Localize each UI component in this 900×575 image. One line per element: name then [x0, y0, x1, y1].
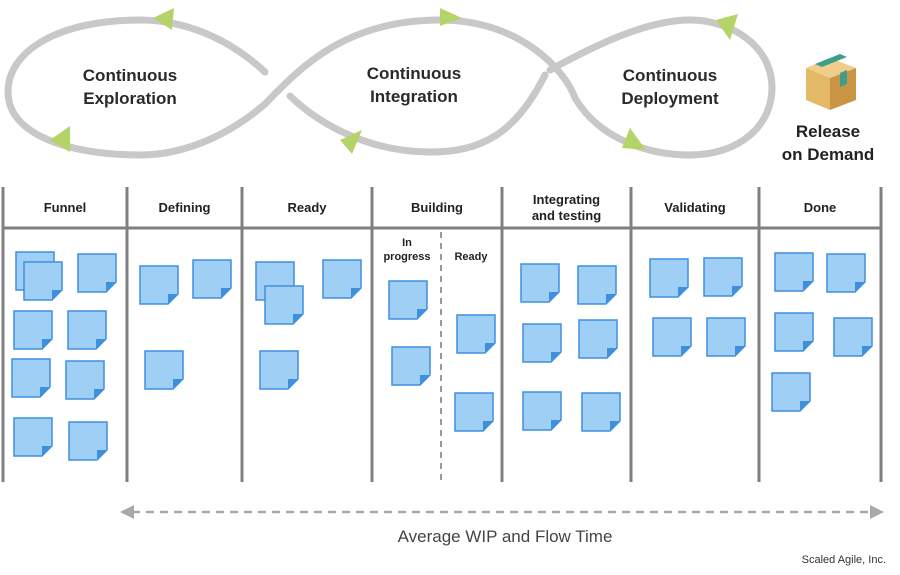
- sticky-note: [23, 261, 63, 301]
- continuous-delivery-pipeline-loop: [4, 8, 776, 159]
- sticky-note: [833, 317, 873, 357]
- subcolumn-header-line: In: [402, 237, 412, 249]
- column-header-funnel: Funnel: [43, 200, 87, 215]
- phase-label-integration: Continuous Integration: [344, 62, 484, 108]
- column-header-defining: Defining: [158, 200, 211, 215]
- release-on-demand-label: Release on Demand: [768, 120, 888, 166]
- column-header-line: and testing: [531, 208, 602, 223]
- sticky-note: [652, 317, 692, 357]
- flow-arrow-icon: [622, 128, 646, 150]
- column-header-done: Done: [803, 200, 837, 215]
- phase-line: Integration: [370, 87, 458, 106]
- sticky-notes: [11, 251, 873, 461]
- subcolumn-header-in-progress: In progress: [374, 236, 440, 264]
- sticky-note: [649, 258, 689, 298]
- sticky-note: [522, 323, 562, 363]
- sticky-note: [68, 421, 108, 461]
- sticky-note: [144, 350, 184, 390]
- sticky-note: [578, 319, 618, 359]
- sticky-note: [13, 310, 53, 350]
- wip-flow-arrow: [120, 505, 884, 519]
- sticky-note: [259, 350, 299, 390]
- flow-arrow-icon: [153, 8, 174, 30]
- sticky-note: [67, 310, 107, 350]
- phase-line: Continuous: [366, 64, 462, 83]
- subcolumn-header-line: Ready: [454, 251, 488, 263]
- phase-line: Continuous: [82, 66, 178, 85]
- flow-arrow-icon: [716, 14, 738, 40]
- sticky-note: [456, 314, 496, 354]
- phase-line: Deployment: [621, 89, 719, 108]
- sticky-note: [264, 285, 304, 325]
- sticky-note: [65, 360, 105, 400]
- sticky-note: [139, 265, 179, 305]
- sticky-note: [192, 259, 232, 299]
- sticky-note: [11, 358, 51, 398]
- flow-arrow-icon: [440, 8, 462, 26]
- column-header-ready: Ready: [287, 200, 327, 215]
- sticky-note: [706, 317, 746, 357]
- phase-label-exploration: Continuous Exploration: [60, 64, 200, 110]
- kanban-board: [1, 187, 883, 482]
- sticky-note: [520, 263, 560, 303]
- column-header-building: Building: [411, 200, 463, 215]
- sticky-note: [454, 392, 494, 432]
- sticky-note: [774, 252, 814, 292]
- column-header-integrating: Integrating and testing: [502, 188, 631, 228]
- phase-line: Exploration: [83, 89, 177, 108]
- package-box-icon: [806, 54, 856, 110]
- sticky-note: [322, 259, 362, 299]
- release-line: on Demand: [781, 145, 875, 164]
- phase-label-deployment: Continuous Deployment: [600, 64, 740, 110]
- sticky-note: [13, 417, 53, 457]
- flow-arrow-icon: [340, 130, 362, 154]
- sticky-note: [522, 391, 562, 431]
- column-header-validating: Validating: [664, 200, 726, 215]
- sticky-note: [581, 392, 621, 432]
- phase-line: Continuous: [622, 66, 718, 85]
- average-wip-flow-time-label: Average WIP and Flow Time: [397, 527, 613, 546]
- sticky-note: [703, 257, 743, 297]
- sticky-note: [77, 253, 117, 293]
- sticky-note: [391, 346, 431, 386]
- sticky-note: [826, 253, 866, 293]
- release-line: Release: [795, 122, 861, 141]
- sticky-note: [577, 265, 617, 305]
- pipeline-loop-path: [4, 16, 776, 159]
- sticky-note: [388, 280, 428, 320]
- subcolumn-header-line: progress: [383, 251, 431, 263]
- subcolumn-header-ready: Ready: [442, 250, 500, 264]
- column-header-line: Integrating: [532, 192, 601, 207]
- copyright-text: Scaled Agile, Inc.: [801, 554, 886, 566]
- flow-arrow-icon: [50, 126, 70, 152]
- sticky-note: [771, 372, 811, 412]
- sticky-note: [774, 312, 814, 352]
